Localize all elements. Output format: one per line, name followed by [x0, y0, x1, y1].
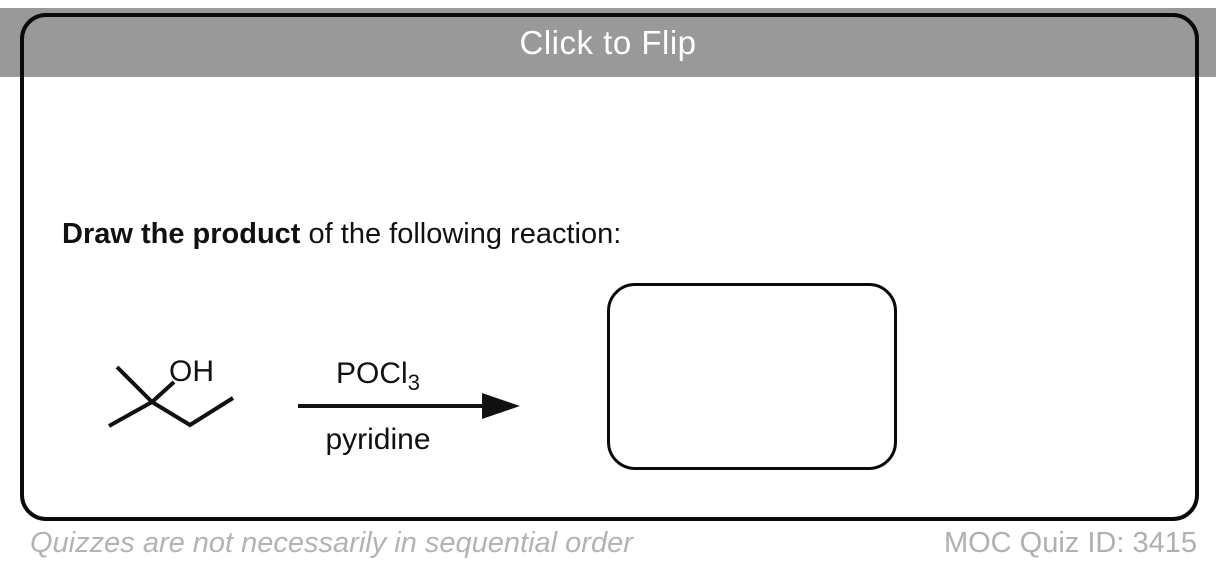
reaction-arrow	[298, 393, 520, 419]
reagent-below-label: pyridine	[325, 423, 430, 456]
reaction-scheme: OH POCl3 pyridine	[108, 355, 520, 456]
hydroxyl-label: OH	[169, 355, 214, 388]
answer-box[interactable]	[607, 283, 897, 470]
question-prompt-bold: Draw the product	[62, 218, 301, 250]
quiz-card[interactable]: Draw the product of the following reacti…	[20, 13, 1199, 521]
quiz-id: MOC Quiz ID: 3415	[943, 527, 1197, 559]
gem-dimethyl-bonds	[108, 365, 156, 428]
flip-header-bar[interactable]: Click to Flip	[0, 8, 1216, 77]
reagent-above-label: POCl3	[336, 357, 420, 395]
substrate-structure	[108, 365, 235, 428]
question-prompt-rest: of the following reaction:	[300, 218, 622, 250]
reagent-above-subscript: 3	[408, 370, 420, 395]
c-oh-bond	[150, 380, 176, 404]
question-prompt: Draw the product of the following reacti…	[62, 218, 621, 251]
arrow-head	[482, 393, 520, 419]
reagent-above-main: POCl	[336, 357, 408, 390]
flip-label: Click to Flip	[519, 23, 697, 61]
footer-note: Quizzes are not necessarily in sequentia…	[30, 527, 633, 559]
ethyl-bonds	[150, 396, 235, 428]
